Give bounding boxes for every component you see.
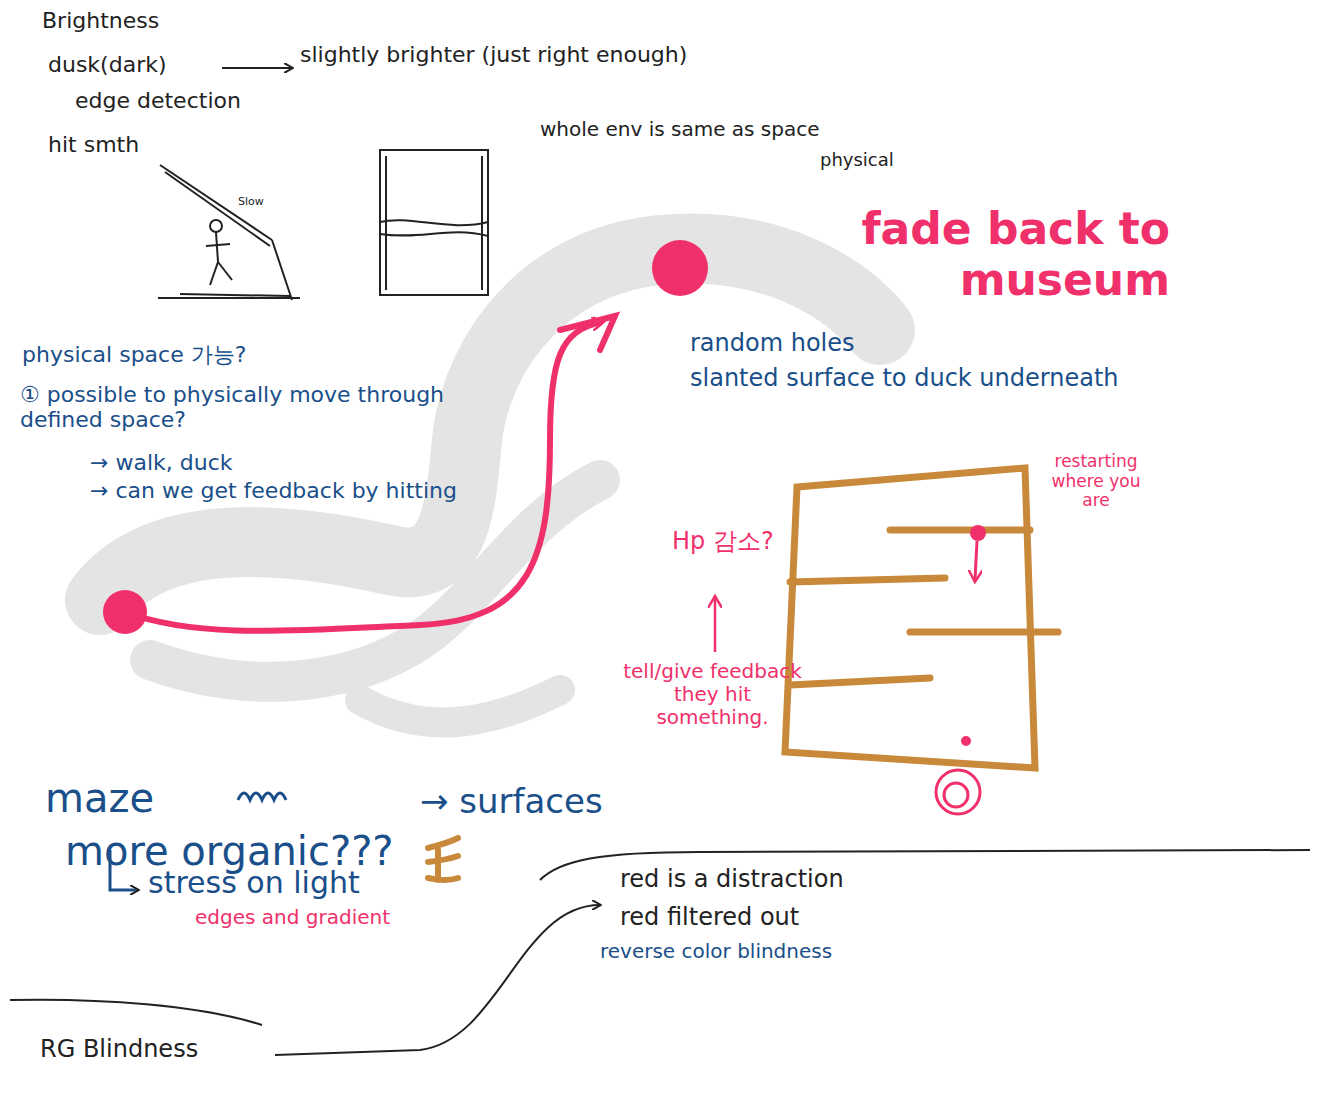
note-text: stress on light: [148, 866, 360, 901]
note-text: fade back to museum: [730, 204, 1170, 305]
note-text: Hp 감소?: [672, 528, 774, 556]
divider-lines: [10, 850, 1310, 1055]
note-text: → can we get feedback by hitting: [90, 478, 457, 503]
note-text: maze: [45, 775, 154, 821]
note-text: Brightness: [42, 8, 159, 33]
note-text: → walk, duck: [90, 450, 232, 475]
arrow-line: [222, 67, 292, 69]
note-text: dusk(dark): [48, 52, 167, 77]
note-text: restarting where you are: [1036, 452, 1156, 511]
note-text: RG Blindness: [40, 1036, 198, 1064]
note-text: red filtered out: [620, 904, 799, 932]
note-text: ① possible to physically move through de…: [20, 382, 450, 433]
note-text: tell/give feedback they hit something.: [620, 660, 805, 729]
note-text: hit smth: [48, 132, 139, 157]
slope-sketch: [158, 165, 300, 300]
note-text: whole env is same as space: [540, 118, 820, 141]
note-text: reverse color blindness: [600, 940, 832, 963]
orange-mark: [428, 838, 458, 880]
note-text: slanted surface to duck underneath: [690, 365, 1119, 393]
box-sketch: [380, 150, 488, 295]
note-text: slightly brighter (just right enough): [300, 42, 687, 67]
path-arrow: [103, 240, 708, 634]
note-text: → surfaces: [420, 782, 603, 821]
note-text: physical: [820, 150, 894, 171]
note-text: physical space 가능?: [22, 342, 246, 367]
note-text: red is a distraction: [620, 866, 844, 894]
note-text: edge detection: [75, 88, 241, 113]
squiggle: [238, 793, 286, 800]
note-text: Slow: [238, 196, 264, 209]
note-text: random holes: [690, 330, 855, 358]
note-text: edges and gradient: [195, 906, 390, 929]
maze-sketch: [785, 468, 1058, 768]
